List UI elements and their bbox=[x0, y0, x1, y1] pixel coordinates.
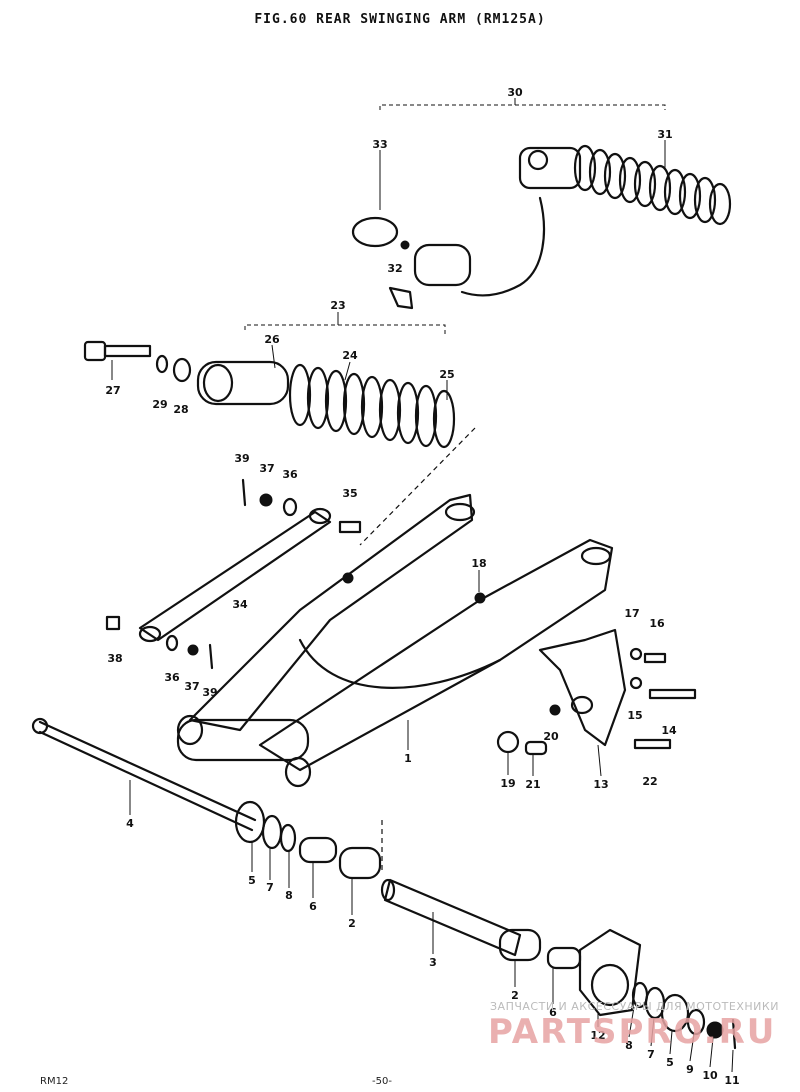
assembly-guide-line bbox=[359, 427, 476, 546]
washer-5-right bbox=[660, 993, 690, 1033]
washer-5-left bbox=[234, 800, 266, 844]
chain-guide-bolt bbox=[474, 592, 486, 604]
callout: 4 bbox=[126, 817, 134, 830]
pivot-sleeve bbox=[380, 878, 522, 957]
bushing-2-right bbox=[498, 928, 542, 962]
figure-title: FIG.60 REAR SWINGING ARM (RM125A) bbox=[254, 12, 546, 27]
footer-model-code: RM12 bbox=[40, 1076, 69, 1087]
callout: 23 bbox=[330, 299, 345, 312]
bearing-8-left bbox=[279, 823, 297, 853]
torque-link-rod bbox=[105, 507, 362, 643]
callout: 21 bbox=[525, 778, 540, 791]
callout: 3 bbox=[429, 956, 437, 969]
callout: 34 bbox=[232, 598, 248, 611]
spacer-6-right bbox=[546, 946, 582, 970]
callout: 33 bbox=[372, 138, 387, 151]
callout: 10 bbox=[702, 1069, 718, 1082]
callout: 7 bbox=[266, 881, 274, 894]
callout: 5 bbox=[248, 874, 256, 887]
callout: 5 bbox=[666, 1056, 674, 1069]
cotter-pin-lower bbox=[208, 643, 214, 670]
callout: 27 bbox=[105, 384, 120, 397]
callout: 13 bbox=[593, 778, 608, 791]
watermark-logo: PARTSPRO.RU bbox=[488, 1012, 777, 1052]
chain-buffer-bracket bbox=[538, 628, 627, 747]
bolt-22 bbox=[633, 738, 672, 750]
footer-page-number: -50- bbox=[372, 1076, 392, 1087]
callout: 36 bbox=[282, 468, 298, 481]
rear-shock-unit-upper bbox=[351, 98, 732, 310]
callout: 22 bbox=[642, 775, 657, 788]
rear-shock-absorber bbox=[196, 312, 456, 449]
bolt-14 bbox=[648, 688, 697, 700]
callout: 35 bbox=[342, 487, 357, 500]
callout: 26 bbox=[264, 333, 280, 346]
callout: 17 bbox=[624, 607, 639, 620]
nut-20 bbox=[549, 704, 561, 716]
callout: 20 bbox=[543, 730, 559, 743]
callout: 16 bbox=[649, 617, 665, 630]
callout: 25 bbox=[439, 368, 454, 381]
callout: 8 bbox=[625, 1039, 633, 1052]
callout: 39 bbox=[234, 452, 249, 465]
oil-seal-7-left bbox=[261, 814, 283, 850]
washer-lower bbox=[165, 634, 179, 652]
callout: 18 bbox=[471, 557, 486, 570]
shock-mount-bolt bbox=[83, 340, 152, 380]
callout: 8 bbox=[285, 889, 293, 902]
pivot-holder bbox=[578, 928, 642, 1017]
nut-upper bbox=[259, 493, 273, 507]
callout: 6 bbox=[549, 1006, 557, 1019]
nut-10 bbox=[706, 1021, 724, 1039]
callout: 2 bbox=[348, 917, 356, 930]
callout: 28 bbox=[173, 403, 188, 416]
nut-lower bbox=[187, 644, 199, 656]
swinging-arm bbox=[176, 493, 614, 788]
callout: 36 bbox=[164, 671, 180, 684]
washer-17 bbox=[629, 647, 643, 661]
callout: 7 bbox=[647, 1048, 655, 1061]
callout: 31 bbox=[657, 128, 672, 141]
callout: 6 bbox=[309, 900, 317, 913]
callout: 12 bbox=[590, 1029, 605, 1042]
cotter-pin-11 bbox=[731, 1018, 737, 1050]
callout: 15 bbox=[627, 709, 642, 722]
spacer-6-left bbox=[298, 836, 338, 864]
callout: 11 bbox=[724, 1074, 739, 1087]
callout: 29 bbox=[152, 398, 167, 411]
callout: 30 bbox=[507, 86, 523, 99]
callout: 39 bbox=[202, 686, 217, 699]
plain-washer bbox=[172, 357, 192, 383]
callout: 37 bbox=[259, 462, 274, 475]
washer-15 bbox=[629, 676, 643, 690]
callout: 38 bbox=[107, 652, 122, 665]
collar-19 bbox=[496, 730, 520, 754]
cotter-pin-upper bbox=[241, 478, 247, 507]
lock-washer bbox=[155, 354, 169, 374]
callout: 2 bbox=[511, 989, 519, 1002]
pivot-shaft bbox=[31, 717, 257, 832]
watermark-tagline: ЗАПЧАСТИ И АКСЕССУАРЫ ДЛЯ МОТОТЕХНИКИ bbox=[490, 1000, 779, 1013]
leader-lines bbox=[129, 570, 734, 1073]
bushing-2-left bbox=[338, 846, 382, 880]
callout-labels: 30 31 33 32 23 26 24 25 27 29 28 39 37 3… bbox=[105, 86, 739, 1087]
callout: 24 bbox=[342, 349, 358, 362]
callout: 32 bbox=[387, 262, 402, 275]
callout: 14 bbox=[661, 724, 677, 737]
washer-9 bbox=[686, 1008, 706, 1036]
callout: 1 bbox=[404, 752, 412, 765]
bolt-16 bbox=[643, 652, 667, 664]
callout: 9 bbox=[686, 1063, 694, 1076]
callout: 37 bbox=[184, 680, 199, 693]
spacer-21 bbox=[524, 740, 548, 756]
callout: 19 bbox=[500, 777, 515, 790]
washer-upper bbox=[282, 497, 298, 517]
